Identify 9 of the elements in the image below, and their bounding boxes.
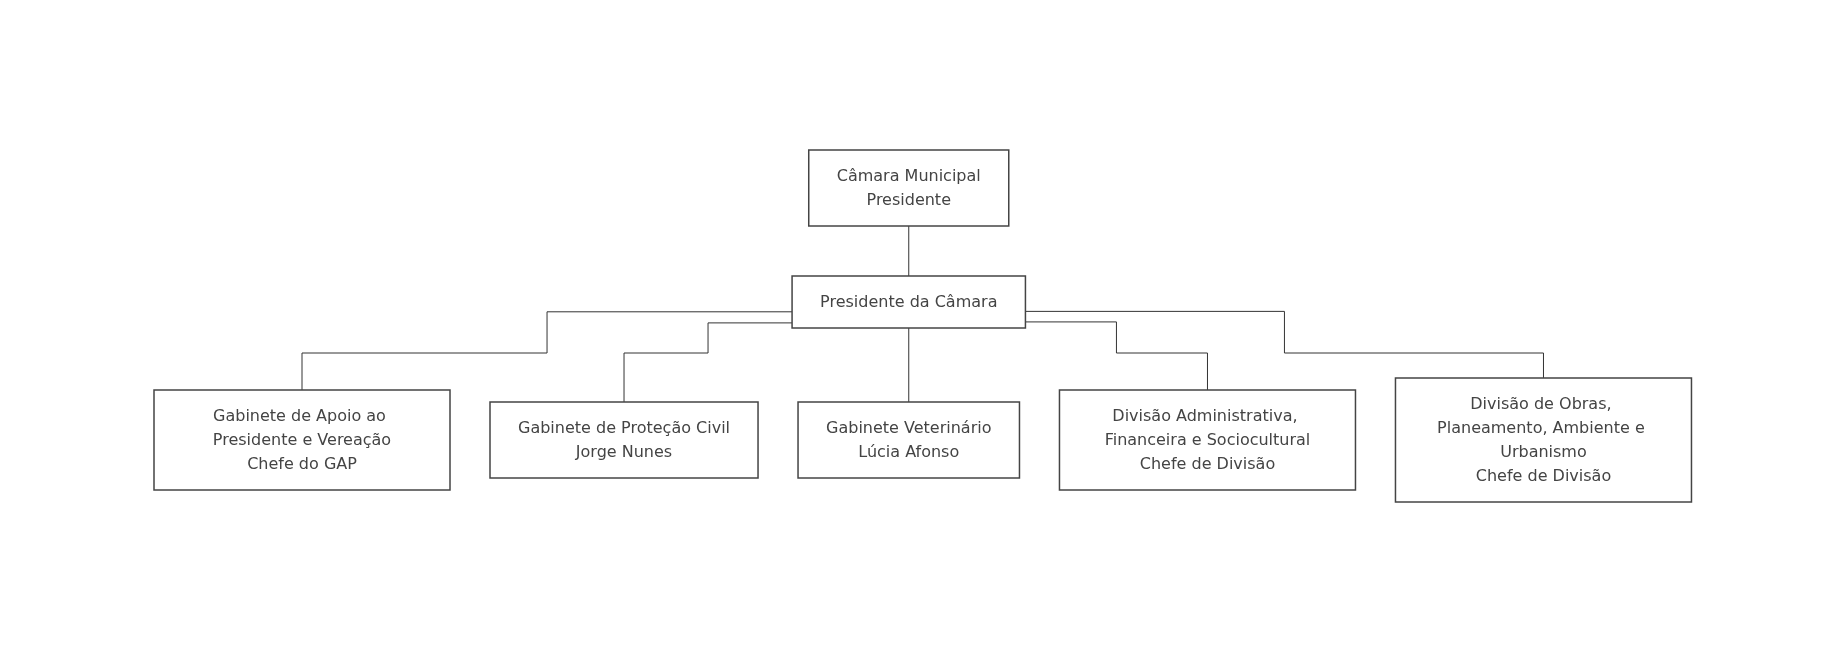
connector: [908, 225, 909, 277]
node-box: Gabinete de Proteção Civil Jorge Nunes: [489, 401, 759, 479]
node-box: Gabinete Veterinário Lúcia Afonso: [797, 401, 1020, 479]
node-box: Divisão de Obras, Planeamento, Ambiente e Urbanismo Chefe de Divisão: [1394, 377, 1692, 503]
node-box: Câmara Municipal Presidente: [807, 149, 1010, 227]
node-box: Divisão Administrativa, Financeira e Sociocultural Chefe de Divisão: [1058, 389, 1356, 491]
connector: [908, 327, 909, 403]
node-box: Presidente da Câmara: [791, 275, 1026, 329]
node-box: Gabinete de Apoio ao Presidente e Vereação Chefe do GAP: [153, 389, 451, 491]
